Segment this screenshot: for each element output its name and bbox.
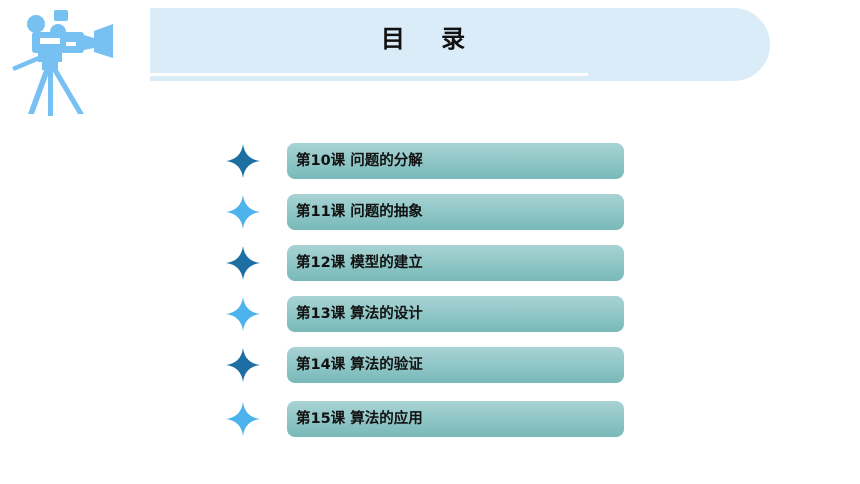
four-point-star-icon xyxy=(226,246,260,280)
lesson-row-11: 第11课 问题的抽象 xyxy=(226,194,626,231)
lesson-10-button[interactable]: 第10课 问题的分解 xyxy=(287,143,624,179)
lesson-row-15: 第15课 算法的应用 xyxy=(226,401,626,438)
lesson-15-button[interactable]: 第15课 算法的应用 xyxy=(287,401,624,437)
lesson-13-button[interactable]: 第13课 算法的设计 xyxy=(287,296,624,332)
page-title: 目 录 xyxy=(380,25,480,53)
lesson-row-12: 第12课 模型的建立 xyxy=(226,245,626,282)
lesson-14-button[interactable]: 第14课 算法的验证 xyxy=(287,347,624,383)
header-divider xyxy=(150,73,588,76)
lesson-row-10: 第10课 问题的分解 xyxy=(226,143,626,180)
lesson-row-14: 第14课 算法的验证 xyxy=(226,347,626,384)
four-point-star-icon xyxy=(226,297,260,331)
lesson-row-13: 第13课 算法的设计 xyxy=(226,296,626,333)
four-point-star-icon xyxy=(226,348,260,382)
header-banner xyxy=(150,8,770,81)
four-point-star-icon xyxy=(226,402,260,436)
four-point-star-icon xyxy=(226,195,260,229)
movie-camera-icon xyxy=(12,10,113,116)
lesson-11-button[interactable]: 第11课 问题的抽象 xyxy=(287,194,624,230)
lesson-12-button[interactable]: 第12课 模型的建立 xyxy=(287,245,624,281)
four-point-star-icon xyxy=(226,144,260,178)
